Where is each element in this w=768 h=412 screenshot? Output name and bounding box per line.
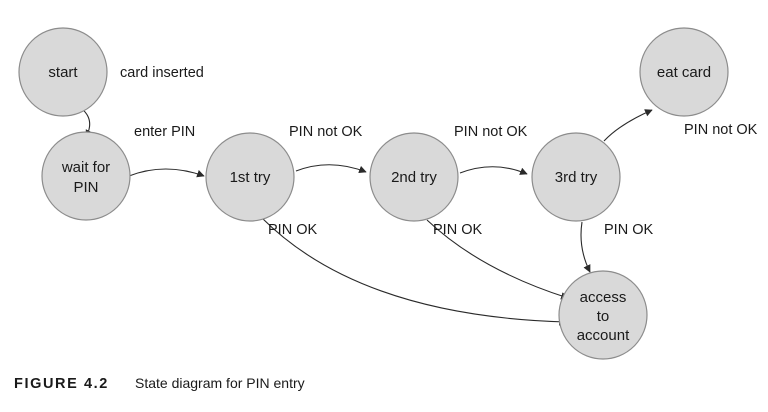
state-start-label: start bbox=[48, 64, 78, 81]
state-try3-label: 3rd try bbox=[555, 169, 598, 186]
label-card-inserted: card inserted bbox=[120, 65, 204, 81]
state-access-label-line3: account bbox=[577, 327, 630, 344]
label-pin-ok-2: PIN OK bbox=[433, 222, 482, 238]
edge-try1-to-access bbox=[261, 217, 567, 326]
state-try2-label: 2nd try bbox=[391, 169, 437, 186]
label-pin-not-ok-3: PIN not OK bbox=[684, 122, 758, 138]
label-pin-ok-1: PIN OK bbox=[268, 222, 317, 238]
state-1st-try: 1st try bbox=[205, 132, 295, 222]
state-eat-label: eat card bbox=[657, 64, 711, 81]
state-access-label-line1: access bbox=[580, 289, 627, 306]
edge-try3-to-eat bbox=[603, 109, 653, 142]
state-start: start bbox=[18, 27, 108, 117]
label-pin-not-ok-1: PIN not OK bbox=[289, 124, 363, 140]
state-access-to-account: access to account bbox=[558, 270, 648, 360]
edge-wait-to-try1 bbox=[128, 168, 205, 178]
label-pin-not-ok-2: PIN not OK bbox=[454, 124, 528, 140]
state-access-label-line2: to bbox=[597, 308, 610, 325]
transitions bbox=[81, 108, 653, 326]
label-pin-ok-3: PIN OK bbox=[604, 222, 653, 238]
state-wait-for-pin: wait for PIN bbox=[41, 131, 131, 221]
edge-try2-to-access bbox=[426, 219, 569, 300]
state-3rd-try: 3rd try bbox=[531, 132, 621, 222]
state-wait-label-line2: PIN bbox=[73, 179, 98, 196]
state-2nd-try: 2nd try bbox=[369, 132, 459, 222]
figure-caption: State diagram for PIN entry bbox=[135, 375, 305, 391]
edge-try1-to-try2 bbox=[295, 164, 367, 174]
edge-try2-to-try3 bbox=[459, 166, 528, 175]
state-eat-card: eat card bbox=[639, 27, 729, 117]
figure-number: FIGURE 4.2 bbox=[14, 376, 109, 392]
state-try1-label: 1st try bbox=[230, 169, 271, 186]
state-wait-label-line1: wait for bbox=[61, 159, 110, 176]
edge-try3-to-access bbox=[580, 221, 591, 273]
label-enter-pin: enter PIN bbox=[134, 124, 195, 140]
